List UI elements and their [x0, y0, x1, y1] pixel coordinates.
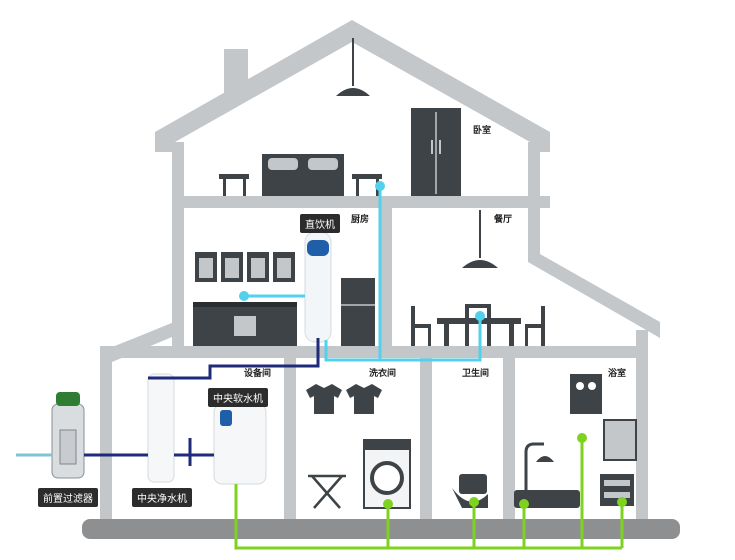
lower-left-roof [100, 318, 184, 519]
label-bathroom: 浴室 [608, 369, 627, 379]
bedside-table-left [219, 174, 249, 179]
equipment-devices [51, 373, 267, 485]
label-dining: 餐厅 [494, 215, 513, 225]
attic-lamp [336, 38, 370, 96]
tag-purifier: 中央净水机 [132, 488, 192, 507]
pipe-soft [234, 438, 624, 550]
mirror [603, 419, 637, 461]
fridge [341, 278, 375, 346]
ground-slab [82, 519, 680, 539]
shirt-1 [306, 384, 342, 414]
pipe-endpoints [239, 181, 627, 509]
shower [524, 442, 544, 496]
water-heater [570, 374, 602, 414]
wall-gf-1 [284, 346, 296, 519]
floor-2-slab [172, 196, 550, 208]
drying-rack [308, 474, 346, 509]
wall-gf-3 [503, 346, 515, 519]
tag-prefilter: 前置过滤器 [38, 488, 98, 507]
wall-gf-2 [420, 346, 432, 519]
label-laundry: 洗衣间 [369, 369, 397, 379]
wall-right-gf [636, 330, 648, 519]
pipe-main [84, 338, 320, 466]
wall-left-top [172, 142, 184, 358]
tag-drinking-machine: 直饮机 [300, 214, 340, 233]
shirt-2 [346, 384, 382, 414]
label-equipment: 设备间 [244, 369, 272, 379]
label-kitchen: 厨房 [351, 215, 370, 225]
laundry-furniture [306, 384, 411, 509]
kitchen-furniture [193, 231, 375, 346]
label-toilet: 卫生间 [462, 369, 490, 379]
pipe-pure [244, 184, 482, 362]
bathroom-furniture [514, 374, 637, 508]
chimney [224, 49, 248, 93]
bedside-table-right [352, 174, 382, 179]
dining-furniture [411, 210, 545, 346]
sink-cabinet [600, 474, 634, 506]
bedroom-furniture [219, 108, 461, 196]
wall-right-top [528, 142, 540, 208]
purifier-unit [147, 373, 175, 483]
tag-softener: 中央软水机 [208, 388, 268, 407]
dining-roof [528, 196, 660, 338]
label-bedroom: 卧室 [473, 126, 492, 136]
bathtub [514, 490, 580, 508]
wall-mid-floor2 [380, 196, 392, 358]
chair-2 [465, 304, 491, 308]
house-walls [100, 20, 660, 519]
toilet [452, 474, 488, 508]
